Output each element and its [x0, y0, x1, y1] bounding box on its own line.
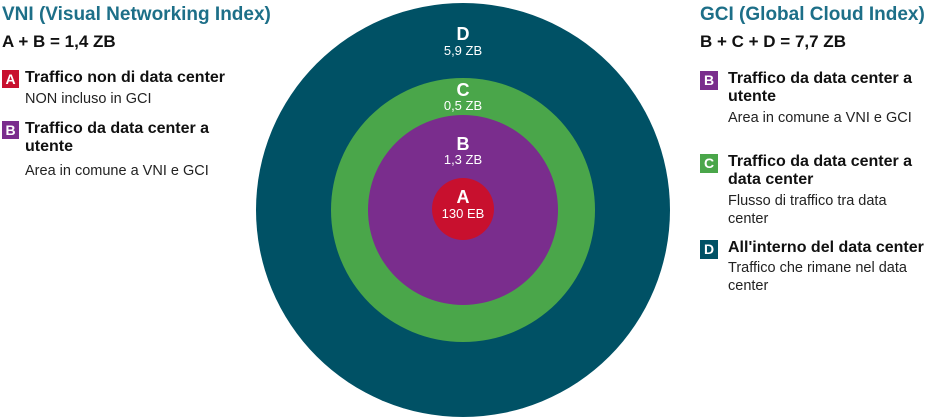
vni-legend-panel: VNI (Visual Networking Index) A + B = 1,…	[2, 0, 271, 179]
vni-formula: A + B = 1,4 ZB	[2, 32, 116, 51]
gci-item-d: D All'interno del data center Traffico c…	[700, 239, 944, 295]
vni-title: VNI (Visual Networking Index)	[2, 4, 271, 25]
ring-d-letter: D	[457, 24, 470, 44]
gci-badge-d: D	[700, 240, 718, 259]
ring-d-value: 5,9 ZB	[444, 43, 482, 58]
ring-a	[432, 178, 494, 240]
ring-b-value: 1,3 ZB	[444, 152, 482, 167]
gci-item-c-title: Traffico da data center a data center	[728, 153, 913, 188]
vni-item-a-title: Traffico non di data center	[25, 69, 226, 86]
gci-item-b: B Traffico da data center a utente Area …	[700, 70, 944, 127]
gci-badge-c: C	[700, 154, 718, 173]
gci-legend-panel: GCI (Global Cloud Index) B + C + D = 7,7…	[700, 0, 944, 294]
vni-item-a: A Traffico non di data center NON inclus…	[2, 69, 264, 108]
gci-item-b-title: Traffico da data center a utente	[728, 70, 913, 105]
vni-badge-b: B	[2, 121, 19, 139]
gci-item-b-desc: Area in comune a VNI e GCI	[728, 110, 912, 126]
gci-item-c: C Traffico da data center a data center …	[700, 153, 944, 228]
gci-formula: B + C + D = 7,7 ZB	[700, 32, 846, 51]
vni-item-b-title: Traffico da data center a utente	[25, 120, 210, 155]
ring-b-letter: B	[457, 134, 470, 154]
ring-c-value: 0,5 ZB	[444, 98, 482, 113]
vni-item-a-desc: NON incluso in GCI	[25, 91, 152, 107]
vni-badge-a: A	[2, 70, 19, 88]
gci-item-d-title: All'interno del data center	[728, 239, 924, 256]
gci-badge-b: B	[700, 71, 718, 90]
vni-item-b-desc: Area in comune a VNI e GCI	[25, 163, 209, 179]
ring-a-letter: A	[457, 187, 470, 207]
gci-title: GCI (Global Cloud Index)	[700, 4, 925, 25]
gci-item-c-desc: Flusso di traffico tra data center	[728, 193, 887, 227]
gci-item-d-desc: Traffico che rimane nel data center	[728, 260, 907, 294]
vni-item-b: B Traffico da data center a utente Area …	[2, 120, 264, 180]
ring-c-letter: C	[457, 80, 470, 100]
ring-a-value: 130 EB	[442, 206, 485, 221]
